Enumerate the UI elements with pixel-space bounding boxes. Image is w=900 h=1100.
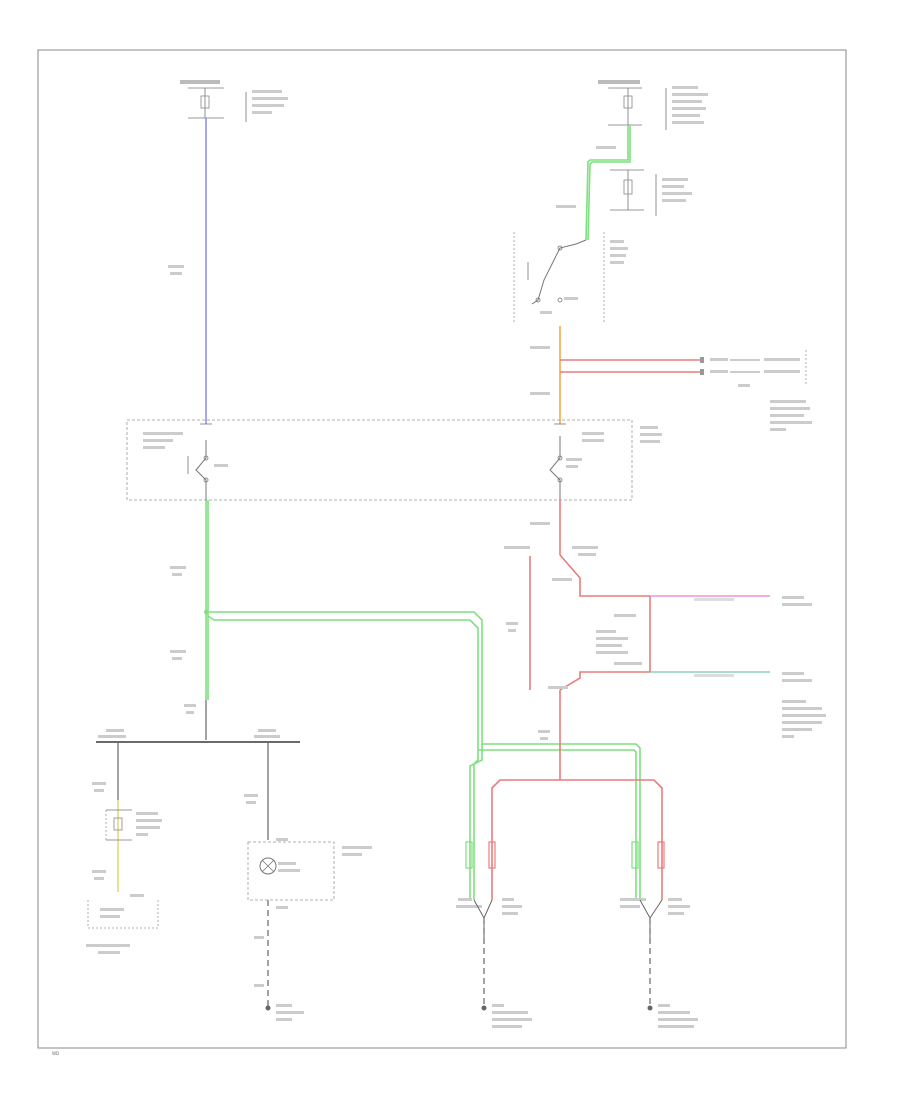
red-branch-to-connector: [560, 359, 700, 373]
page-label: WD: [52, 1051, 59, 1056]
middle-ground: [265, 1005, 271, 1011]
lower-bus-bar: [96, 729, 300, 743]
left-lamp: [86, 894, 159, 954]
right-rear-ground: [647, 1005, 653, 1011]
green-wire-upper-right: [585, 125, 631, 241]
brake-switch: [513, 232, 628, 322]
diagram-frame: [37, 49, 847, 1049]
right-fuse-2: [610, 169, 692, 216]
green-wire-to-lamps: [206, 611, 641, 900]
left-rear-ground: [481, 1005, 487, 1011]
left-rear-lamp-connector: [456, 841, 522, 938]
right-fuse-feed: [598, 80, 708, 130]
left-lower-fuse: [105, 809, 162, 841]
control-module: [126, 419, 662, 501]
right-rear-lamp-connector: [620, 841, 690, 938]
right-connector: [700, 350, 812, 431]
left-fuse-feed: [180, 80, 288, 122]
green-wire-left-trunk: [205, 500, 209, 700]
red-wire-network: [491, 554, 663, 900]
middle-lamp: [247, 838, 372, 909]
